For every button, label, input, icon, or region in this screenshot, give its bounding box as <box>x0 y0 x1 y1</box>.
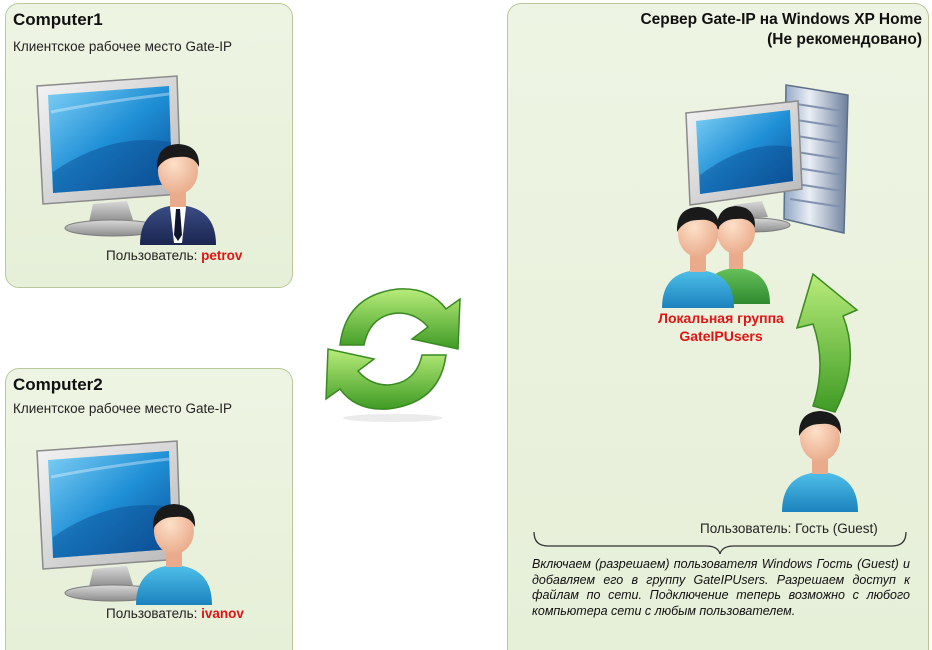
computer2-user-label: Пользователь: ivanov <box>106 606 244 621</box>
computer2-subtitle: Клиентское рабочее место Gate-IP <box>13 401 232 416</box>
monitor-icon <box>36 440 182 602</box>
computer2-user-name: ivanov <box>201 606 244 621</box>
computer1-user-name: petrov <box>201 248 243 263</box>
computer1-title: Computer1 <box>13 10 103 29</box>
group-label-line2: GateIPUsers <box>679 328 763 344</box>
server-title-line2: (Не рекомендовано) <box>767 31 922 48</box>
server-tower-icon <box>685 84 849 234</box>
computer2-user-prefix: Пользователь: <box>106 606 202 621</box>
computer2-panel: Computer2 Клиентское рабочее место Gate-… <box>5 368 293 650</box>
server-note: Включаем (разрешаем) пользователя Window… <box>532 557 910 618</box>
guest-user-label: Пользователь: Гость (Guest) <box>700 521 878 536</box>
curved-arrow-icon <box>795 272 859 413</box>
group-label: Локальная группа GateIPUsers <box>636 309 806 345</box>
user-group-icon <box>662 206 770 308</box>
server-panel: Сервер Gate-IP на Windows XP Home (Не ре… <box>507 3 929 650</box>
monitor-icon <box>36 75 182 237</box>
computer1-user-label: Пользователь: petrov <box>106 248 242 263</box>
group-label-line1: Локальная группа <box>658 310 784 326</box>
computer1-panel: Computer1 Клиентское рабочее место Gate-… <box>5 3 293 288</box>
user-icon <box>136 504 212 605</box>
business-user-icon <box>140 144 216 245</box>
sync-arrows-icon <box>325 288 461 422</box>
computer2-title: Computer2 <box>13 375 103 394</box>
server-title: Сервер Gate-IP на Windows XP Home (Не ре… <box>640 10 922 50</box>
user-icon <box>782 411 858 512</box>
curly-brace <box>533 531 907 555</box>
computer1-user-prefix: Пользователь: <box>106 248 202 263</box>
computer1-subtitle: Клиентское рабочее место Gate-IP <box>13 39 232 54</box>
server-title-line1: Сервер Gate-IP на Windows XP Home <box>640 11 922 28</box>
